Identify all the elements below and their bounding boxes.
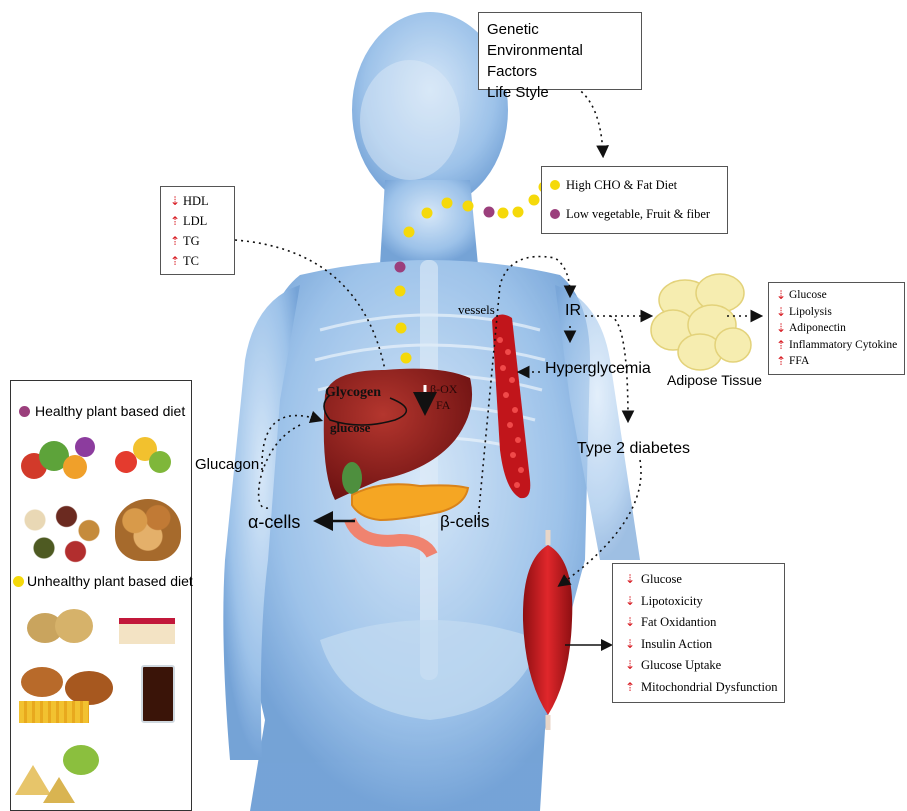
down-arrow-icon: ⇣ bbox=[773, 287, 789, 304]
beans-image bbox=[17, 499, 107, 569]
beta-ox-label: β-OX bbox=[430, 382, 457, 397]
ir-label: IR bbox=[565, 302, 581, 320]
cola-image bbox=[135, 653, 179, 723]
lipid-label: LDL bbox=[183, 211, 207, 231]
adipose-item: ⇡FFA bbox=[773, 353, 900, 370]
up-arrow-icon: ⇡ bbox=[167, 251, 183, 271]
gallbladder bbox=[342, 462, 362, 494]
down-arrow-icon: ⇣ bbox=[619, 612, 641, 634]
genetic-line-2: Environmental Factors bbox=[487, 40, 633, 82]
hyperglycemia-label: Hyperglycemia bbox=[545, 360, 651, 378]
up-arrow-icon: ⇡ bbox=[167, 211, 183, 231]
down-arrow-icon: ⇣ bbox=[619, 655, 641, 677]
beta-cells-label: β-cells bbox=[440, 512, 489, 532]
purple-dot-icon bbox=[550, 209, 560, 219]
diet-item-label: Low vegetable, Fruit & fiber bbox=[566, 207, 710, 222]
muscle-item: ⇣Fat Oxidantion bbox=[619, 612, 778, 634]
muscle-item: ⇣Glucose bbox=[619, 569, 778, 591]
lipid-label: TG bbox=[183, 231, 200, 251]
adipose-label: Adiponectin bbox=[789, 320, 846, 337]
muscle-item: ⇣Insulin Action bbox=[619, 634, 778, 656]
up-arrow-icon: ⇡ bbox=[773, 337, 789, 354]
fa-label: FA bbox=[436, 398, 450, 413]
muscle-label: Mitochondrial Dysfunction bbox=[641, 677, 777, 699]
down-arrow-icon: ⇣ bbox=[619, 591, 641, 613]
adipose-tissue-label: Adipose Tissue bbox=[667, 372, 762, 388]
genetic-line-1: Genetic bbox=[487, 19, 633, 40]
diet-item-label: High CHO & Fat Diet bbox=[566, 178, 677, 193]
genetic-line-3: Life Style bbox=[487, 82, 633, 103]
vessels-label: vessels bbox=[458, 302, 495, 318]
diet-item-high-cho: High CHO & Fat Diet bbox=[550, 173, 719, 197]
lipid-item: ⇡LDL bbox=[167, 211, 228, 231]
adipose-label: Lipolysis bbox=[789, 304, 832, 321]
muscle-item: ⇡Mitochondrial Dysfunction bbox=[619, 677, 778, 699]
up-arrow-icon: ⇡ bbox=[773, 353, 789, 370]
diet-box: High CHO & Fat Diet Low vegetable, Fruit… bbox=[541, 166, 728, 234]
type2-diabetes-label: Type 2 diabetes bbox=[577, 440, 690, 458]
muscle-item: ⇣Lipotoxicity bbox=[619, 591, 778, 613]
muscle-label: Insulin Action bbox=[641, 634, 712, 656]
lipid-item: ⇡TC bbox=[167, 251, 228, 271]
muscle-label: Glucose bbox=[641, 569, 682, 591]
adipose-item: ⇡Inflammatory Cytokine bbox=[773, 337, 900, 354]
adipose-tissue bbox=[651, 274, 751, 370]
muscle-label: Fat Oxidantion bbox=[641, 612, 716, 634]
yellow-dot-icon bbox=[13, 576, 24, 587]
adipose-item: ⇣Lipolysis bbox=[773, 304, 900, 321]
muscle-effects-box: ⇣Glucose ⇣Lipotoxicity ⇣Fat Oxidantion ⇣… bbox=[612, 563, 785, 703]
muscle-label: Lipotoxicity bbox=[641, 591, 703, 613]
unhealthy-diet-heading: Unhealthy plant based diet bbox=[13, 573, 193, 589]
lipid-item: ⇣HDL bbox=[167, 191, 228, 211]
unhealthy-diet-label: Unhealthy plant based diet bbox=[27, 573, 193, 589]
down-arrow-icon: ⇣ bbox=[773, 320, 789, 337]
vegetables-image bbox=[19, 433, 99, 491]
adipose-effects-box: ⇣Glucose ⇣Lipolysis ⇣Adiponectin ⇡Inflam… bbox=[768, 282, 905, 375]
glucagon-label: Glucagon bbox=[195, 456, 259, 473]
adipose-item: ⇣Adiponectin bbox=[773, 320, 900, 337]
up-arrow-icon: ⇡ bbox=[167, 231, 183, 251]
adipose-label: Glucose bbox=[789, 287, 827, 304]
potatoes-image bbox=[27, 603, 97, 653]
muscle-item: ⇣Glucose Uptake bbox=[619, 655, 778, 677]
lipid-label: HDL bbox=[183, 191, 209, 211]
diet-item-low-veg: Low vegetable, Fruit & fiber bbox=[550, 201, 719, 227]
lipid-item: ⇡TG bbox=[167, 231, 228, 251]
down-arrow-icon: ⇣ bbox=[167, 191, 183, 211]
glycogen-label: Glycogen bbox=[325, 385, 381, 401]
lipid-label: TC bbox=[183, 251, 199, 271]
burgers-fries-image bbox=[15, 661, 125, 731]
healthy-diet-heading: Healthy plant based diet bbox=[19, 403, 185, 419]
glucose-label: glucose bbox=[330, 420, 370, 436]
down-arrow-icon: ⇣ bbox=[773, 304, 789, 321]
up-arrow-icon: ⇡ bbox=[619, 677, 641, 699]
adipose-label: Inflammatory Cytokine bbox=[789, 337, 897, 354]
down-arrow-icon: ⇣ bbox=[619, 634, 641, 656]
lipid-box: ⇣HDL ⇡LDL ⇡TG ⇡TC bbox=[160, 186, 235, 275]
diet-panel: Healthy plant based diet Unhealthy plant… bbox=[10, 380, 192, 811]
bread-basket-image bbox=[115, 499, 181, 561]
healthy-diet-label: Healthy plant based diet bbox=[35, 403, 185, 419]
adipose-label: FFA bbox=[789, 353, 809, 370]
alpha-cells-label: α-cells bbox=[248, 512, 300, 533]
chips-guacamole-image bbox=[15, 741, 105, 807]
cake-image bbox=[119, 606, 179, 646]
down-arrow-icon: ⇣ bbox=[619, 569, 641, 591]
muscle-label: Glucose Uptake bbox=[641, 655, 721, 677]
adipose-item: ⇣Glucose bbox=[773, 287, 900, 304]
fruits-image bbox=[111, 431, 181, 486]
genetic-factors-box: Genetic Environmental Factors Life Style bbox=[478, 12, 642, 90]
yellow-dot-icon bbox=[550, 180, 560, 190]
purple-dot-icon bbox=[19, 406, 30, 417]
